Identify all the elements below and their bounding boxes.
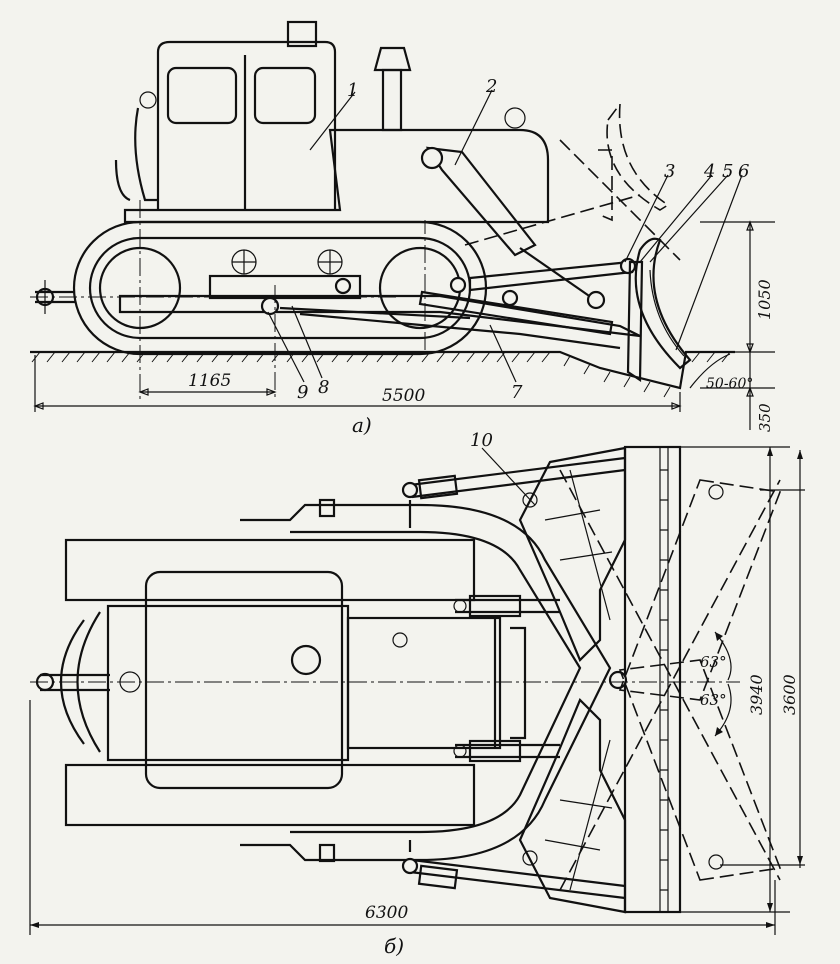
rear-light — [139, 91, 157, 109]
caption-a: a) — [352, 413, 372, 437]
dim-1050: 1050 — [755, 279, 774, 320]
frame-pivot — [260, 296, 280, 316]
tractor-body — [123, 46, 550, 224]
operator-cab — [114, 20, 337, 210]
blade-angled-left — [518, 446, 627, 662]
blade-raised-outline — [464, 101, 681, 261]
push-frame — [118, 294, 641, 350]
blade-angled-dashed — [522, 469, 782, 891]
dim-cut-angle: 50-60° — [706, 376, 753, 392]
callout-3: 3 — [664, 161, 675, 182]
angle-lower: 63° — [700, 691, 727, 709]
callout-8: 8 — [318, 377, 329, 398]
cab-window — [166, 66, 238, 125]
right-track — [64, 763, 476, 827]
top-dimensions — [29, 446, 805, 935]
dim-1165: 1165 — [188, 371, 231, 391]
angle-arcs — [714, 631, 732, 737]
callout-7: 7 — [511, 382, 523, 403]
cab-window — [253, 66, 317, 125]
cab-roof — [144, 570, 344, 790]
dim-3600: 3600 — [780, 674, 799, 715]
dim-350: 350 — [756, 403, 774, 432]
tractor-body-top — [35, 570, 527, 790]
headlight — [504, 107, 526, 129]
callout-1: 1 — [347, 80, 358, 101]
callout-5: 5 — [722, 161, 733, 182]
callout-2: 2 — [485, 76, 497, 97]
dozer-blade — [626, 237, 692, 383]
dim-5500: 5500 — [382, 386, 425, 406]
exhaust-top — [290, 644, 322, 676]
left-track — [64, 538, 476, 602]
side-view: 1 2 3 4 5 6 7 8 9 1165 5500 1050 350 50-… — [30, 20, 775, 437]
lift-cylinder — [420, 146, 606, 310]
centerlines — [30, 200, 426, 400]
leader-10 — [481, 447, 536, 506]
side-dimensions — [33, 220, 775, 430]
caption-b: б) — [384, 934, 404, 958]
top-view: 10 6300 3940 3600 63° 63° б) — [29, 430, 805, 958]
air-cleaner — [286, 20, 318, 48]
callout-9: 9 — [297, 382, 308, 403]
blade-center-pivot — [608, 670, 628, 690]
blade-angled-right — [518, 698, 627, 914]
blade-braces-top — [401, 456, 626, 900]
track-frame — [208, 274, 362, 300]
blade-straight-top — [608, 445, 682, 914]
push-u-frame — [240, 498, 612, 863]
dim-3940: 3940 — [747, 674, 766, 715]
callout-4: 4 — [703, 161, 715, 182]
callout-10: 10 — [470, 430, 493, 451]
exhaust-pipe — [381, 68, 403, 132]
dim-6300: 6300 — [365, 903, 408, 923]
angle-upper: 63° — [700, 653, 727, 671]
callout-6: 6 — [738, 161, 749, 182]
leader-lines — [267, 89, 743, 383]
lift-cylinders-top — [453, 594, 560, 763]
